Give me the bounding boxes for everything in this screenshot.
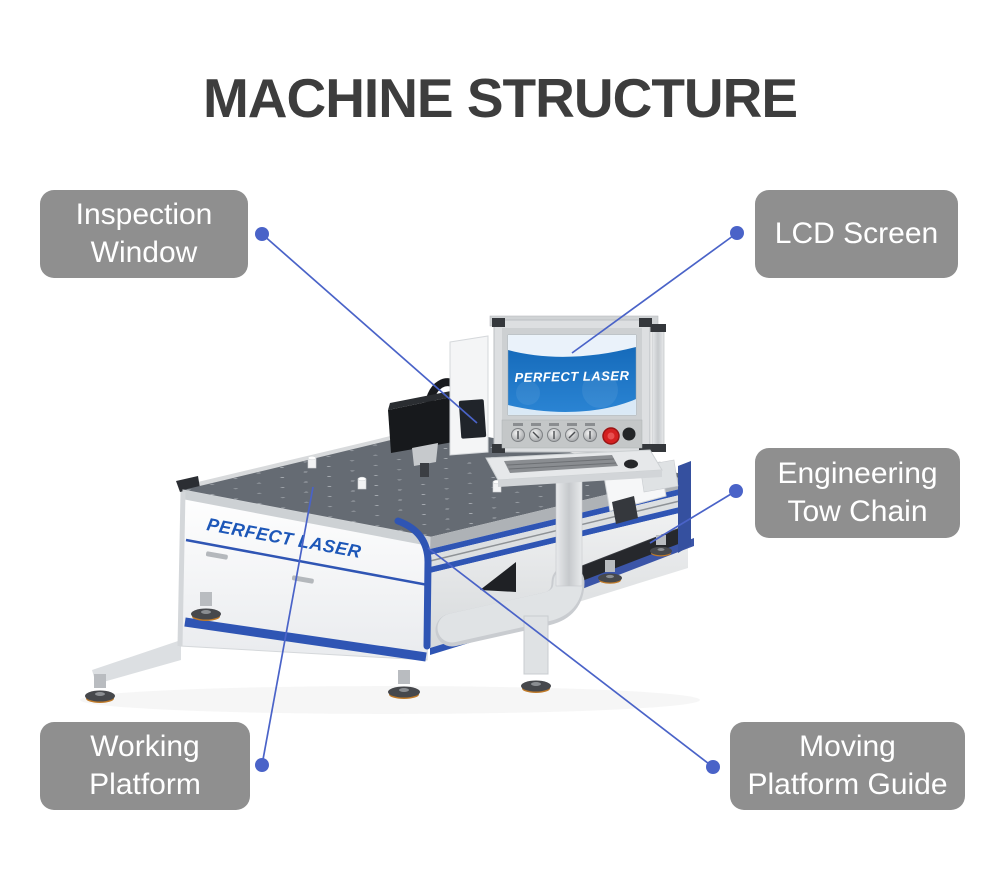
body-vent xyxy=(480,562,516,592)
machine-foot xyxy=(521,680,551,693)
keyboard xyxy=(504,455,618,473)
control-panel xyxy=(501,419,643,449)
cabinet-pinstripe xyxy=(185,538,429,587)
machine-foot xyxy=(85,674,115,703)
cabinet-top-trim xyxy=(182,490,430,546)
corner-bracket xyxy=(639,318,652,327)
screen-swoosh-bottom xyxy=(508,399,636,415)
laser-lens-barrel xyxy=(412,443,438,466)
rail-cap xyxy=(650,444,666,452)
lcd-monitor: PERFECT LASER xyxy=(489,315,666,453)
keyboard-tray xyxy=(485,449,679,493)
callout-line-working-platform xyxy=(261,486,314,766)
cabinet-base-skirt xyxy=(92,640,181,684)
machine-foot xyxy=(191,592,221,621)
corner-bracket xyxy=(492,444,505,453)
cabinet-left-edge xyxy=(177,491,186,647)
callout-label-line: Engineering xyxy=(777,457,938,490)
cabinet-handle xyxy=(291,575,314,584)
callout-dot xyxy=(706,760,720,774)
machine-foot xyxy=(388,670,420,699)
callout-working-platform: Working Platform xyxy=(40,722,250,810)
screen-logo-text: PERFECT LASER xyxy=(514,368,629,385)
callout-line-inspection-window xyxy=(261,233,478,424)
laser-head-top xyxy=(388,390,456,410)
callout-label-line: Platform Guide xyxy=(747,768,948,801)
machine-illustration: PERFECT LASER xyxy=(85,315,694,703)
cabinet-handle xyxy=(205,551,228,560)
laser-head xyxy=(388,396,459,453)
monitor-side-rail xyxy=(651,329,665,447)
mouse xyxy=(624,459,638,469)
machine-feet xyxy=(85,535,672,703)
panel-knobs xyxy=(511,428,597,442)
screen-globe-art xyxy=(582,372,618,408)
rail-cap xyxy=(650,324,666,332)
callout-line-engineering-tow-chain xyxy=(649,490,737,544)
screen-globe-art xyxy=(516,381,540,405)
machine-foot xyxy=(598,560,622,584)
corner-bracket xyxy=(639,444,652,453)
callout-label-line: Working xyxy=(90,730,200,763)
callout-label-line: LCD Screen xyxy=(774,217,939,250)
screen-swoosh-top xyxy=(508,335,636,357)
callout-dot xyxy=(255,227,269,241)
callout-dot xyxy=(255,758,269,772)
cabinet-blue-band xyxy=(184,617,427,662)
callout-line-moving-platform-guide xyxy=(427,547,714,768)
laser-nozzle xyxy=(420,463,429,477)
page-title: MACHINE STRUCTURE xyxy=(202,67,798,129)
callout-label-line: Moving xyxy=(799,730,896,763)
emergency-stop-cap xyxy=(607,432,615,440)
callout-label-line: Inspection xyxy=(75,198,213,231)
callout-line-lcd-screen xyxy=(571,232,738,354)
carriage-head xyxy=(612,496,638,524)
callout-label-line: Tow Chain xyxy=(787,495,928,528)
callout-moving-platform-guide: Moving Platform Guide xyxy=(730,722,965,810)
tray-lip xyxy=(498,470,662,487)
machine-end-blue-plate xyxy=(678,461,691,553)
callout-dot xyxy=(730,226,744,240)
callout-connectors xyxy=(255,226,744,774)
callout-dot xyxy=(729,484,743,498)
machine-foot xyxy=(650,535,672,557)
cabinet-corner-trim xyxy=(394,517,432,650)
callout-engineering-tow-chain: Engineering Tow Chain xyxy=(755,448,960,538)
callout-lcd-screen: LCD Screen xyxy=(755,190,958,278)
corner-bracket xyxy=(492,318,505,327)
callout-inspection-window: Inspection Window xyxy=(40,190,248,278)
callout-label-line: Window xyxy=(90,236,198,269)
stand-column xyxy=(555,467,583,587)
callout-label-line: Platform xyxy=(89,768,201,801)
black-knob xyxy=(622,427,636,441)
